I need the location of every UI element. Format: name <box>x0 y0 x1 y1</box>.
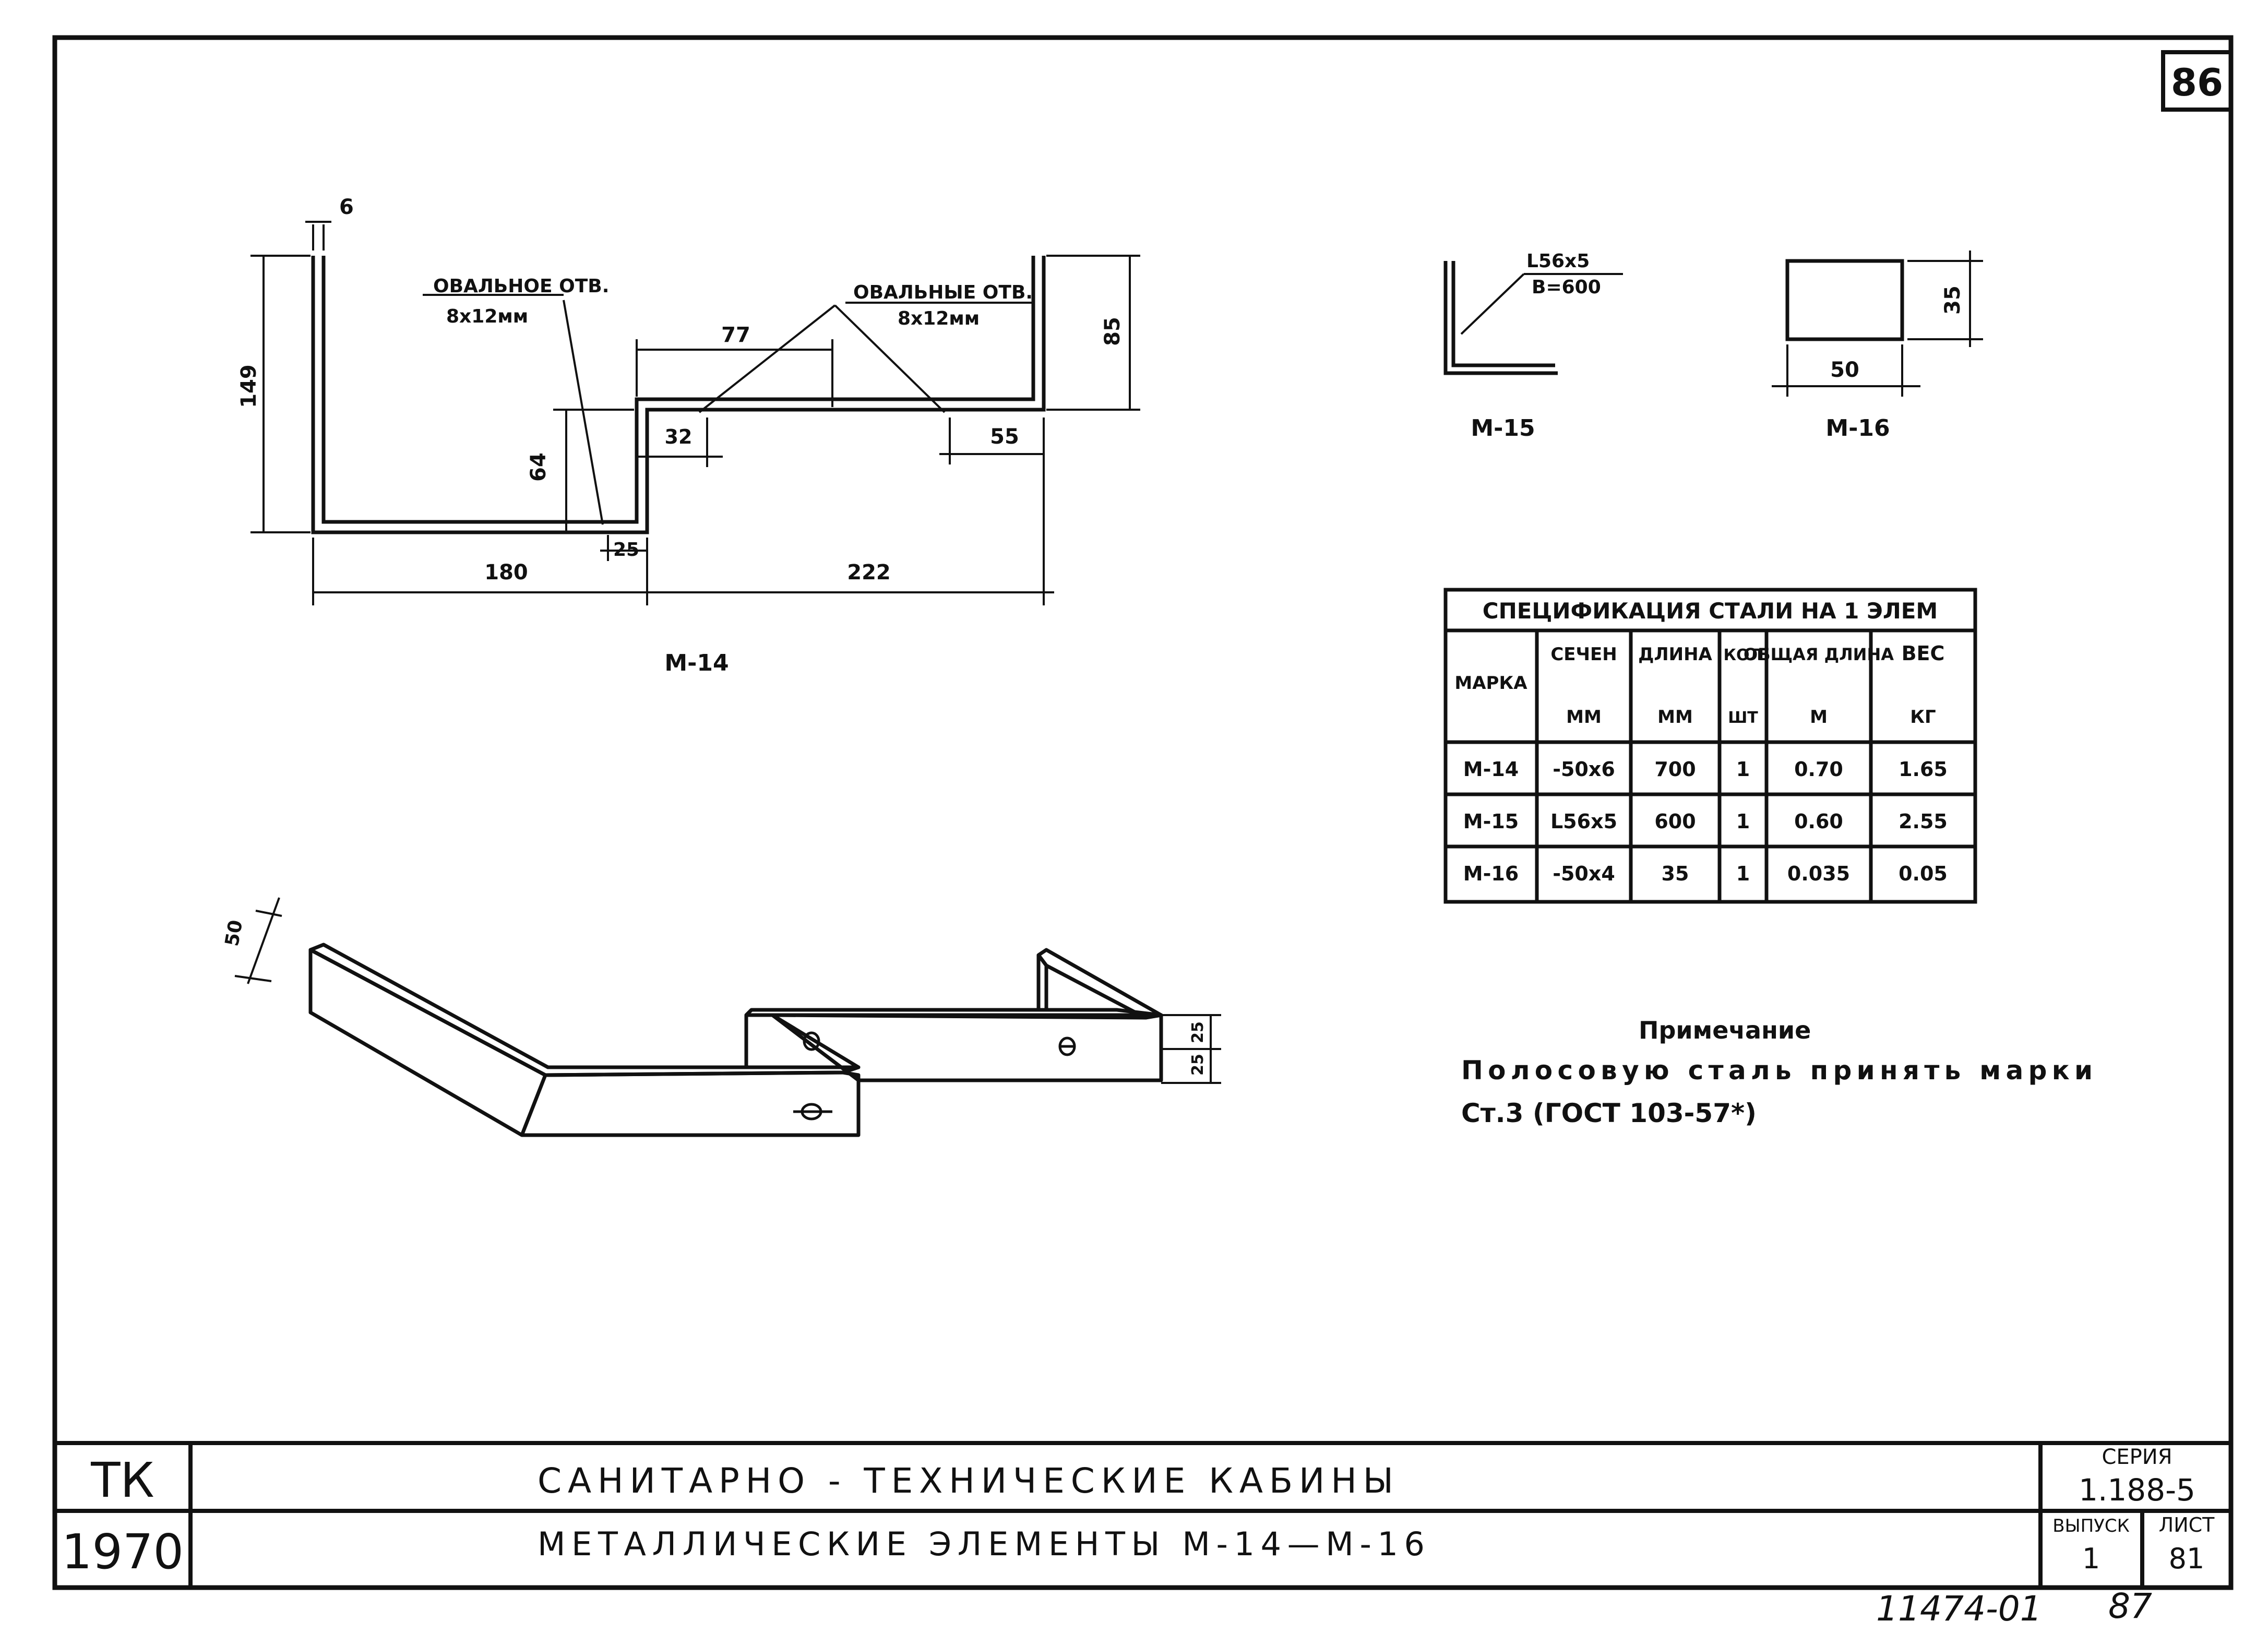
spec-header-weight: ВЕС <box>1902 642 1945 665</box>
m15-angle-profile <box>1443 261 1558 375</box>
m16-width: 50 <box>1830 358 1859 382</box>
m14-oval-hole-title: ОВАЛЬНОЕ ОТВ. <box>433 276 609 297</box>
spec-header-mark: МАРКА <box>1454 673 1527 694</box>
spec-header-section-unit: ММ <box>1566 707 1602 728</box>
spec-cell-qty: 1 <box>1736 810 1750 833</box>
m15-section: L56х5 <box>1526 251 1590 272</box>
note-title: Примечание <box>1639 1016 1811 1044</box>
m14-dim-180: 180 <box>484 561 528 585</box>
title-year: 1970 <box>62 1524 184 1580</box>
spec-cell-length: 600 <box>1654 810 1696 833</box>
m14-dim-height-left: 149 <box>237 364 261 408</box>
m16-drawing: 50 35 М-16 <box>1772 251 1983 442</box>
m14-isometric-view: 50 25 25 <box>221 897 1221 1137</box>
m14-dim-32: 32 <box>665 425 693 448</box>
sheet-value: 81 <box>2169 1542 2205 1575</box>
m14-dim-25: 25 <box>613 539 639 561</box>
title-block: ТК 1970 САНИТАРНО - ТЕХНИЧЕСКИЕ КАБИНЫ М… <box>55 1441 2231 1588</box>
spec-cell-mark: М-14 <box>1463 758 1519 781</box>
spec-cell-weight: 1.65 <box>1899 758 1948 781</box>
m16-height: 35 <box>1941 285 1965 315</box>
iso-dim-25a: 25 <box>1189 1054 1207 1076</box>
spec-cell-section: -50х6 <box>1553 758 1615 781</box>
m14-dimension-lines <box>250 221 1140 605</box>
isometric-holes <box>793 1031 1076 1121</box>
spec-header-length-unit: ММ <box>1657 707 1693 728</box>
spec-cell-length: 700 <box>1654 758 1696 781</box>
spec-cell-total: 0.60 <box>1794 810 1843 833</box>
m14-dim-77: 77 <box>721 323 750 347</box>
spec-header-total-unit: М <box>1810 707 1828 728</box>
series-value: 1.188-5 <box>2079 1472 2195 1508</box>
spec-header-weight-unit: КГ <box>1910 707 1936 728</box>
sheet-number: 86 <box>2171 61 2223 104</box>
title-line1: САНИТАРНО - ТЕХНИЧЕСКИЕ КАБИНЫ <box>538 1461 1393 1501</box>
spec-cell-mark: М-15 <box>1463 810 1519 833</box>
spec-table: СПЕЦИФИКАЦИЯ СТАЛИ НА 1 ЭЛЕМ МАРКА СЕЧЕН… <box>1443 588 1977 904</box>
spec-cell-qty: 1 <box>1736 862 1750 885</box>
m14-oval-holes-size: 8х12мм <box>898 308 980 329</box>
spec-row-3: М-16 -50х4 35 1 0.035 0.05 <box>1463 862 1948 885</box>
note-line2: Ст.3 (ГОСТ 103-57*) <box>1461 1098 1757 1128</box>
footer-page: 87 <box>2108 1586 2152 1626</box>
note: Примечание Полосовую сталь принять марки… <box>1461 1016 2093 1128</box>
title-org: ТК <box>90 1452 154 1508</box>
spec-row-1: М-14 -50х6 700 1 0.70 1.65 <box>1463 758 1948 781</box>
spec-cell-qty: 1 <box>1736 758 1750 781</box>
m14-dim-step: 64 <box>527 452 551 482</box>
spec-header-total: ОБЩАЯ ДЛИНА <box>1744 645 1894 664</box>
m16-plate <box>1785 259 1904 341</box>
sheet-number-box: 86 <box>2161 50 2233 112</box>
iso-dim-25b: 25 <box>1189 1021 1207 1043</box>
m14-dim-thickness: 6 <box>339 195 354 219</box>
note-line1: Полосовую сталь принять марки <box>1461 1055 2093 1086</box>
spec-header-section: СЕЧЕН <box>1550 644 1617 665</box>
series-label: СЕРИЯ <box>2102 1445 2172 1469</box>
m14-oval-holes-title: ОВАЛЬНЫЕ ОТВ. <box>853 282 1033 303</box>
issue-label: ВЫПУСК <box>2052 1516 2130 1536</box>
sheet-frame <box>52 35 2234 1590</box>
m14-oval-hole-size: 8х12мм <box>446 306 528 327</box>
m14-dim-222: 222 <box>847 561 891 585</box>
issue-value: 1 <box>2082 1542 2100 1575</box>
sheet-label: ЛИСТ <box>2159 1513 2215 1536</box>
spec-row-2: М-15 L56х5 600 1 0.60 2.55 <box>1463 810 1948 833</box>
m15-label: М-15 <box>1471 415 1535 442</box>
spec-cell-section: L56х5 <box>1550 810 1617 833</box>
title-line2: МЕТАЛЛИЧЕСКИЕ ЭЛЕМЕНТЫ М-14—М-16 <box>538 1525 1425 1563</box>
m14-drawing: 6 149 85 64 77 32 55 25 180 222 ОВАЛЬНОЕ… <box>237 195 1140 676</box>
spec-cell-weight: 2.55 <box>1899 810 1948 833</box>
spec-table-title: СПЕЦИФИКАЦИЯ СТАЛИ НА 1 ЭЛЕМ <box>1483 598 1938 624</box>
spec-cell-weight: 0.05 <box>1899 862 1948 885</box>
m14-label: М-14 <box>664 650 729 676</box>
spec-cell-total: 0.70 <box>1794 758 1843 781</box>
spec-header-qty: КОЛ <box>1724 646 1763 664</box>
spec-cell-total: 0.035 <box>1787 862 1850 885</box>
m14-dim-55: 55 <box>990 425 1019 449</box>
spec-header-length: ДЛИНА <box>1638 644 1712 665</box>
iso-dim-50: 50 <box>221 919 247 948</box>
spec-cell-section: -50х4 <box>1553 862 1615 885</box>
m15-length: В=600 <box>1532 277 1601 298</box>
m14-part-outline <box>311 256 1046 534</box>
footer-code: 11474-01 <box>1876 1589 2042 1629</box>
m14-dim-height-right: 85 <box>1101 317 1125 346</box>
spec-cell-length: 35 <box>1662 862 1689 885</box>
m15-drawing: L56х5 В=600 М-15 <box>1443 251 1623 442</box>
m16-label: М-16 <box>1825 415 1890 442</box>
spec-cell-mark: М-16 <box>1463 862 1519 885</box>
spec-header-qty-unit: ШТ <box>1728 709 1758 727</box>
